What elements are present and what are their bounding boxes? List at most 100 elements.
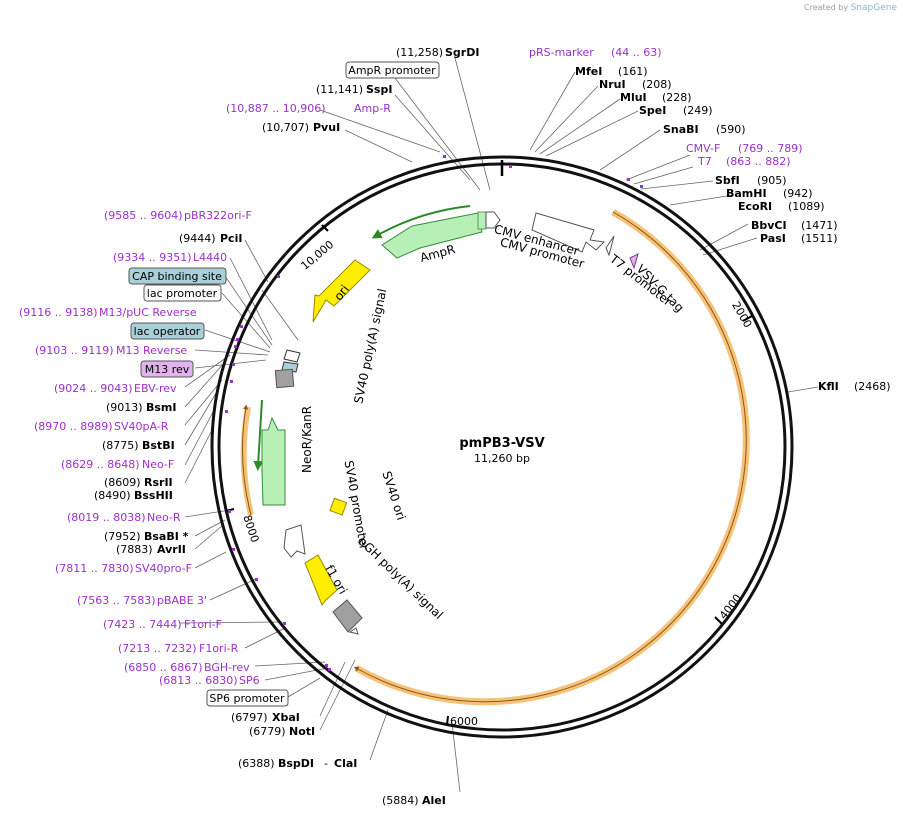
site-bsmi[interactable]: BsmI [146,401,177,414]
primer-sv40pro-range: (7811 .. 7830) [55,562,134,575]
box-m13-rev[interactable]: M13 rev [140,360,194,378]
box-lac-promoter-text: lac promoter [147,287,218,300]
primer-neof-name[interactable]: Neo-F [142,458,174,471]
site-avrii[interactable]: AvrII [157,543,186,556]
lac-promoter-block[interactable] [283,349,301,363]
f1-ori-feature[interactable] [304,554,338,607]
site-pvui[interactable]: PvuI [313,121,340,134]
site-noti[interactable]: NotI [289,725,315,738]
primer-t7-name[interactable]: T7 [697,155,712,168]
site-alei-pos: (5884) [382,794,419,807]
site-sgrdi-pos: (11,258) [396,46,443,59]
primer-sv40pro-name[interactable]: SV40pro-F [135,562,192,575]
site-pcii[interactable]: PciI [220,232,242,245]
site-bstbi-pos: (8775) [102,439,139,452]
box-lac-promoter[interactable]: lac promoter [143,284,222,302]
bgh-polya-block[interactable] [332,599,363,633]
site-bsmi-pos: (9013) [106,401,143,414]
primer-t7-range: (863 .. 882) [726,155,791,168]
t7-promoter-feature[interactable] [605,235,615,257]
site-sspi-pos: (11,141) [316,83,363,96]
primer-ampr-range: (10,887 .. 10,906) [226,102,326,115]
site-bstbi[interactable]: BstBI [142,439,175,452]
primer-pbabe-range: (7563 .. 7583) [77,594,156,607]
primer-m13puc-name[interactable]: M13/pUC Reverse [99,306,197,319]
cmv-feature[interactable] [531,212,606,253]
primer-sp6-name[interactable]: SP6 [239,674,260,687]
ampr-arc [371,205,471,239]
site-rsrii[interactable]: RsrII [144,476,173,489]
site-ecori[interactable]: EcoRI [738,200,772,213]
site-bbvci[interactable]: BbvCI [751,219,787,232]
primer-bgh-range: (6850 .. 6867) [124,661,203,674]
ori-feature[interactable] [312,259,371,323]
primer-l4440-range: (9334 .. 9351) [113,251,192,264]
primer-f1r-name[interactable]: F1ori-R [199,642,239,655]
primer-neor-name[interactable]: Neo-R [147,511,181,524]
neo-feature[interactable] [261,416,286,506]
site-mlui[interactable]: MluI [620,91,647,104]
site-sbfi[interactable]: SbfI [715,174,740,187]
plasmid-name: pmPB3-VSV [459,436,544,451]
site-bspdi[interactable]: BspDI [278,757,314,770]
primer-f1f-range: (7423 .. 7444) [103,618,182,631]
site-kfli-pos: (2468) [854,380,891,393]
site-spei[interactable]: SpeI [639,104,666,117]
site-alei[interactable]: AleI [422,794,446,807]
site-bsabi-pos: (7952) [104,530,141,543]
snapgene-credit: Created by SnapGene [804,3,897,13]
site-bsshii[interactable]: BssHII [134,489,173,502]
box-cap-binding[interactable]: CAP binding site [128,267,227,285]
site-kfli[interactable]: KflI [818,380,839,393]
site-clai-sep: - [324,757,328,770]
site-sspi[interactable]: SspI [366,83,392,96]
ampr-promoter-arrow[interactable] [485,211,501,229]
box-ampr-promoter[interactable]: AmpR promoter [345,61,440,79]
site-bspdi-pos: (6388) [238,757,275,770]
primer-m13puc-range: (9116 .. 9138) [19,306,98,319]
site-clai[interactable]: ClaI [334,757,357,770]
site-spei-pos: (249) [683,104,713,117]
primer-prs-name[interactable]: pRS-marker [529,46,594,59]
site-mfei[interactable]: MfeI [575,65,602,78]
site-snabi[interactable]: SnaBI [663,123,699,136]
box-sp6-promoter[interactable]: SP6 promoter [206,689,289,707]
site-sgrdi[interactable]: SgrDI [445,46,479,59]
box-cap-binding-text: CAP binding site [132,270,222,283]
primer-cmvf-name[interactable]: CMV-F [686,142,720,155]
site-bsabi[interactable]: BsaBI * [144,530,189,543]
primer-f1f-name[interactable]: F1ori-F [184,618,222,631]
site-pasi[interactable]: PasI [760,232,786,245]
primer-sp6-range: (6813 .. 6830) [159,674,238,687]
sv40-polya-block[interactable] [274,368,295,389]
sp6-promoter-block[interactable] [348,627,359,635]
site-bamhi[interactable]: BamHI [726,187,767,200]
site-noti-pos: (6779) [249,725,286,738]
box-lac-operator[interactable]: lac operator [130,322,205,340]
primer-m13r-name[interactable]: M13 Reverse [116,344,187,357]
tick-4000: 4000 [717,592,744,622]
primer-pbr-name[interactable]: pBR322ori-F [184,209,252,222]
ampr-promoter-block[interactable] [477,211,487,230]
ampr-feature[interactable] [381,212,483,259]
primer-ebv-name[interactable]: EBV-rev [134,382,177,395]
site-xbai[interactable]: XbaI [272,711,300,724]
sv40-promoter-feature[interactable] [283,524,306,558]
vsvg-feature[interactable] [629,253,639,270]
site-mlui-pos: (228) [662,91,692,104]
snapgene-logo: SnapGene [850,3,897,13]
box-sp6-promoter-text: SP6 promoter [209,692,285,705]
site-nrui[interactable]: NruI [599,78,626,91]
orange-feature-small-arrow [242,404,252,516]
primer-ampr-name[interactable]: Amp-R [354,102,391,115]
primer-sv40pa-name[interactable]: SV40pA-R [114,420,169,433]
box-lac-operator-text: lac operator [134,325,201,338]
primer-pbabe-name[interactable]: pBABE 3' [157,594,207,607]
site-sbfi-pos: (905) [757,174,787,187]
sv40-ori-block[interactable] [329,497,348,516]
primer-bgh-name[interactable]: BGH-rev [204,661,250,674]
site-avrii-pos: (7883) [116,543,153,556]
primer-cmvf-range: (769 .. 789) [738,142,803,155]
primer-l4440-name[interactable]: L4440 [193,251,227,264]
